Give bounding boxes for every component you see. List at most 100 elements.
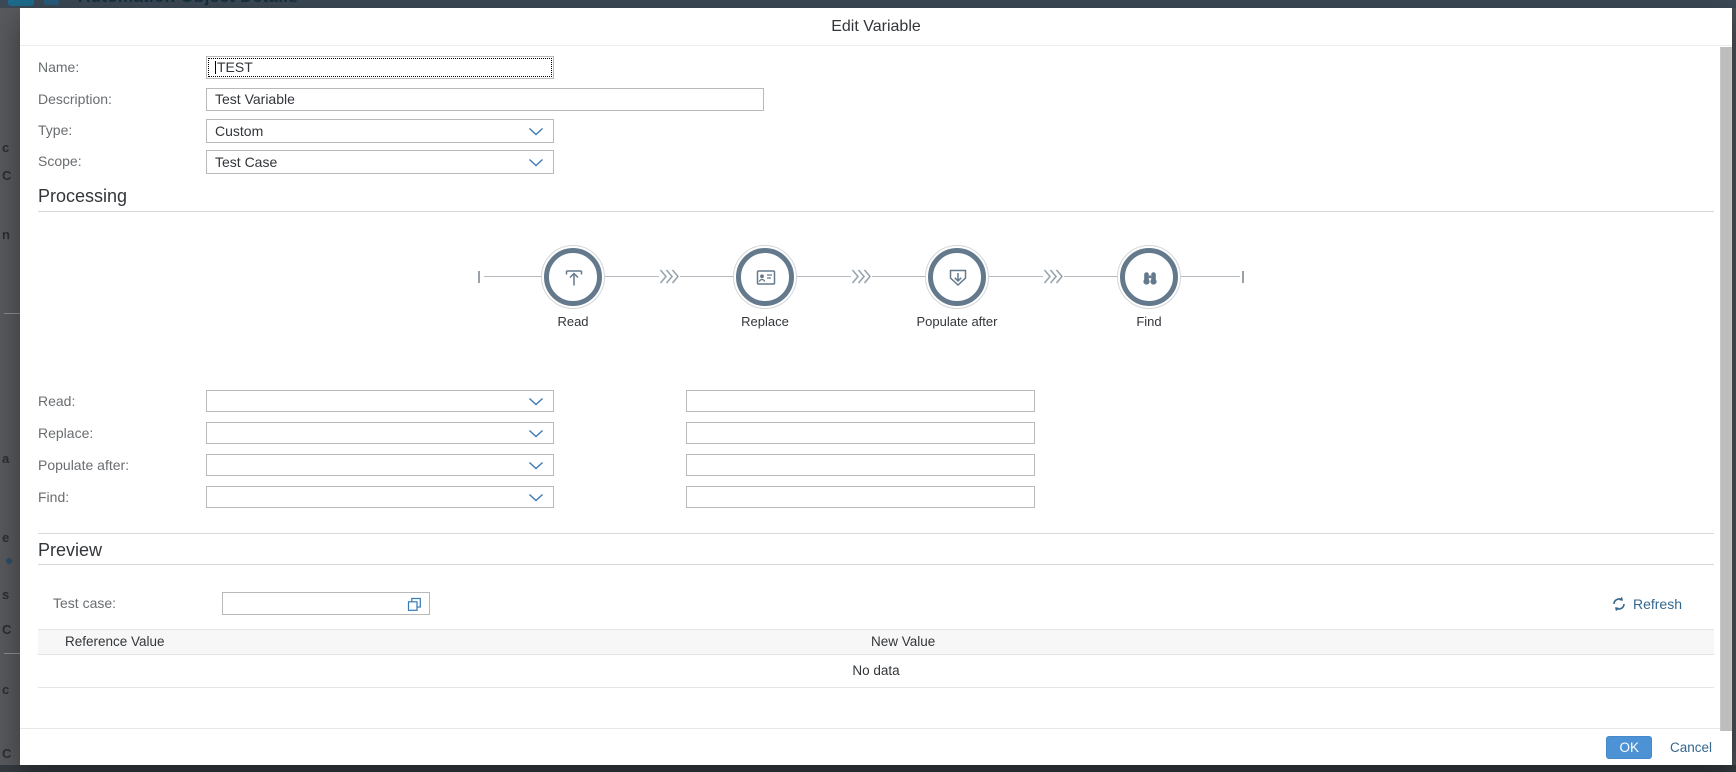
test-case-input[interactable] [222,592,430,615]
replace-select[interactable] [206,422,554,444]
description-label: Description: [38,91,112,107]
text-caret [215,61,216,74]
bg-text-fragment: C [2,168,12,183]
flow-end-marker [1242,271,1244,283]
step-find[interactable] [1117,245,1181,309]
chevron-down-icon [529,429,543,438]
bg-text-fragment: s [2,587,10,602]
chevron-down-icon [529,127,543,136]
bg-text-fragment: e [2,530,10,545]
section-divider [38,211,1714,212]
preview-heading: Preview [38,540,103,560]
chevron-down-icon [529,397,543,406]
find-label: Find: [38,489,70,505]
chevron-down-icon [529,461,543,470]
ok-button[interactable]: OK [1606,735,1652,759]
flow-connector [796,276,851,277]
dimmed-page-right [1732,8,1736,765]
name-value: TEST [217,59,253,75]
find-input[interactable] [686,486,1035,508]
step-ring [544,248,602,306]
flow-chevrons-icon [659,269,679,284]
column-header-new-value: New Value [871,634,936,649]
step-read[interactable] [541,245,605,309]
refresh-icon [1613,596,1625,612]
binoculars-icon [1143,272,1157,285]
step-label-populate-after: Populate after [916,314,998,329]
download-icon [949,269,967,287]
description-input[interactable]: Test Variable [206,88,764,111]
flow-connector [484,276,542,277]
bg-text-fragment: C [2,746,12,761]
upload-icon [565,270,583,286]
bg-text-fragment: a [2,451,10,466]
type-select[interactable]: Custom [206,119,554,143]
populate-after-input[interactable] [686,454,1035,476]
flow-connector [872,276,926,277]
section-divider [38,564,1714,565]
step-label-find: Find [1136,314,1162,329]
chevron-down-icon [529,158,543,167]
dialog-header: Edit Variable [20,8,1732,46]
dimmed-page-header: Automation Object Details [0,0,1736,8]
dialog-footer: OK Cancel [20,728,1732,765]
flow-connector [1180,276,1240,277]
step-ring [928,248,986,306]
edit-variable-dialog: Edit Variable Name: TEST Description: Te… [20,8,1732,765]
populate-after-select[interactable] [206,454,554,476]
scope-select-value: Test Case [215,154,278,170]
refresh-label: Refresh [1632,596,1682,612]
flow-connector [1064,276,1118,277]
step-label-replace: Replace [741,314,789,329]
type-label: Type: [38,122,73,138]
flow-start-marker [478,271,480,283]
type-select-value: Custom [215,123,264,139]
replace-input[interactable] [686,422,1035,444]
bg-text-fragment: c [2,140,10,155]
flow-connector [988,276,1043,277]
page-title: Automation Object Details [78,0,298,7]
name-input[interactable]: TEST [206,56,554,79]
read-input[interactable] [686,390,1035,412]
refresh-button[interactable]: Refresh [1611,592,1682,616]
cancel-button[interactable]: Cancel [1666,740,1716,755]
step-replace[interactable] [733,245,797,309]
section-divider [38,533,1714,534]
bg-line-fragment [4,653,20,654]
bg-text-fragment: C [2,622,12,637]
scrollbar-thumb[interactable] [1721,47,1731,731]
value-help-icon[interactable] [407,597,422,612]
column-header-reference-value: Reference Value [65,634,165,649]
dialog-scrollbar[interactable] [1720,47,1732,731]
table-no-data-text: No data [38,655,1714,688]
scope-select[interactable]: Test Case [206,150,554,174]
contact-card-icon [756,270,776,285]
name-label: Name: [38,59,80,75]
preview-table-header: Reference Value New Value [38,629,1714,655]
processing-heading: Processing [38,186,128,206]
bg-line-fragment [4,313,20,314]
dialog-title: Edit Variable [831,18,921,35]
flow-chevrons-icon [1043,269,1063,284]
step-label-read: Read [557,314,589,329]
page-logo-icon [8,0,34,6]
read-label: Read: [38,393,76,409]
page-nav-icon [44,0,59,5]
find-select[interactable] [206,486,554,508]
flow-connector [604,276,659,277]
flow-chevrons-icon [851,269,871,284]
bg-text-fragment: n [2,227,10,242]
chevron-down-icon [290,0,300,3]
bg-dot-fragment [6,558,12,564]
bg-text-fragment: c [2,682,10,697]
replace-label: Replace: [38,425,94,441]
flow-connector [680,276,734,277]
read-select[interactable] [206,390,554,412]
chevron-down-icon [529,493,543,502]
dimmed-page-left: c C n a e s C c C [0,8,20,765]
step-populate-after[interactable] [925,245,989,309]
scope-label: Scope: [38,153,82,169]
test-case-label: Test case: [53,595,117,611]
description-value: Test Variable [215,91,295,107]
step-ring [736,248,794,306]
